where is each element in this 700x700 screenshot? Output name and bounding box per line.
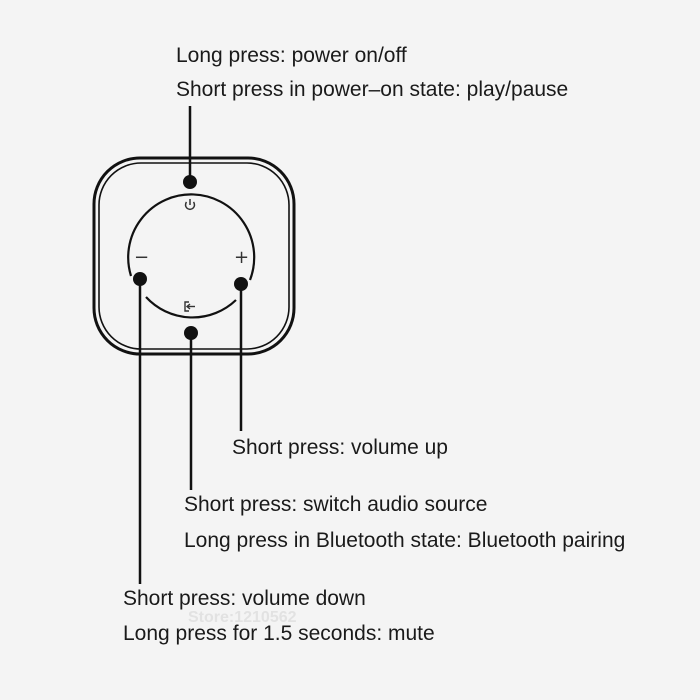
device-outline-inner — [98, 162, 290, 350]
volume-up-label: Short press: volume up — [232, 436, 448, 459]
plus-symbol: + — [234, 247, 249, 268]
volume-up-button-dot[interactable] — [234, 277, 248, 291]
source-label-line1: Short press: switch audio source — [184, 493, 488, 516]
source-label-line2: Long press in Bluetooth state: Bluetooth… — [184, 529, 626, 552]
control-ring-bottom — [145, 296, 237, 319]
volume-down-label-line1: Short press: volume down — [123, 587, 366, 610]
power-label-line2: Short press in power–on state: play/paus… — [176, 78, 569, 101]
power-icon — [184, 199, 196, 211]
volume-down-label-line2: Long press for 1.5 seconds: mute — [123, 622, 435, 645]
volume-down-button-dot[interactable] — [133, 272, 147, 286]
power-button-dot[interactable] — [183, 175, 197, 189]
control-ring — [127, 193, 256, 281]
source-button-dot[interactable] — [184, 326, 198, 340]
minus-symbol: − — [134, 247, 149, 268]
power-label-line1: Long press: power on/off — [176, 44, 407, 67]
device-outline-outer — [92, 156, 296, 356]
watermark: Store:1210562 — [188, 609, 297, 626]
source-input-icon — [184, 301, 195, 312]
